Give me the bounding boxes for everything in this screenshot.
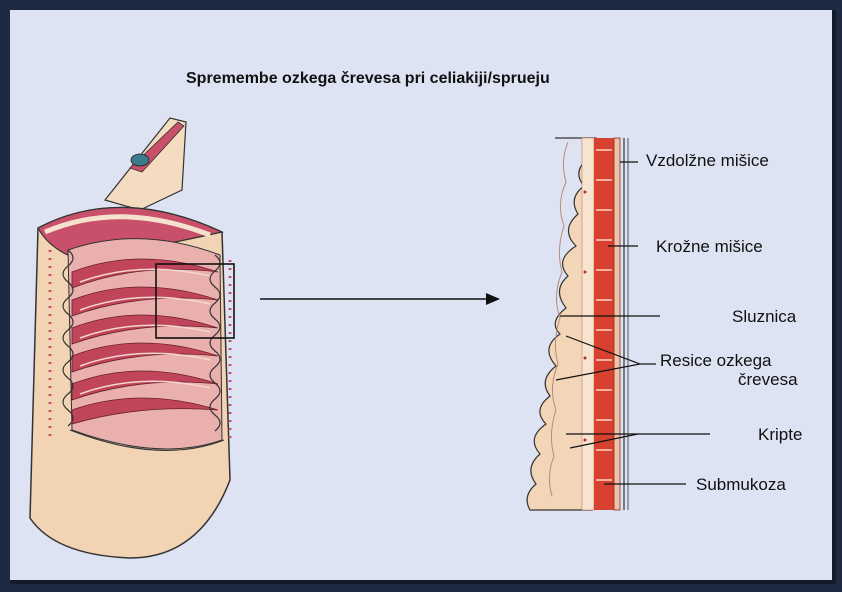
label-mucosa: Sluznica bbox=[732, 308, 796, 326]
wall-cross-section bbox=[527, 138, 628, 510]
intestine-illustration bbox=[10, 10, 836, 584]
label-villi-line2: črevesa bbox=[738, 371, 798, 389]
label-submucosa: Submukoza bbox=[696, 476, 786, 494]
label-villi-line1: Resice ozkega bbox=[660, 352, 772, 370]
label-circular-muscle: Krožne mišice bbox=[656, 238, 763, 256]
diagram-slide: Spremembe ozkega črevesa pri celiakiji/s… bbox=[10, 10, 836, 584]
label-crypts: Kripte bbox=[758, 426, 802, 444]
magnify-arrow bbox=[260, 293, 500, 305]
label-longitudinal-muscle: Vzdolžne mišice bbox=[646, 152, 769, 170]
